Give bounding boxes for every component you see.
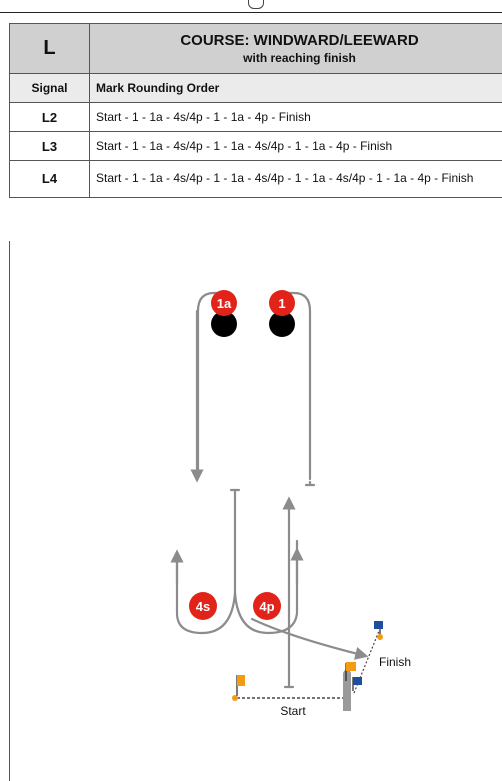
signal-cell: L4	[10, 161, 90, 198]
course-title: COURSE: WINDWARD/LEEWARD	[96, 32, 502, 49]
table-row: L3 Start - 1 - 1a - 4s/4p - 1 - 1a - 4s/…	[10, 132, 502, 161]
committee-boat-icon	[343, 662, 362, 711]
rounding-order-cell: Start - 1 - 1a - 4s/4p - 1 - 1a - 4s/4p …	[90, 161, 502, 198]
rounding-order-cell: Start - 1 - 1a - 4s/4p - 1 - 1a - 4s/4p …	[90, 132, 502, 161]
mark-1a-label: 1a	[217, 296, 232, 311]
column-header-row: Signal Mark Rounding Order	[10, 74, 502, 103]
signal-column-header: Signal	[10, 74, 90, 103]
course-code: L	[10, 24, 90, 74]
mark-1-label: 1	[278, 296, 285, 311]
table-row: L2 Start - 1 - 1a - 4s/4p - 1 - 1a - 4p …	[10, 103, 502, 132]
start-label: Start	[280, 704, 306, 718]
flag-icon	[374, 621, 383, 640]
finish-label: Finish	[379, 655, 411, 669]
signal-cell: L3	[10, 132, 90, 161]
course-table: L COURSE: WINDWARD/LEEWARD with reaching…	[9, 23, 502, 198]
previous-page-strip	[0, 0, 502, 13]
course-diagram-panel: 1a 1 4s 4p Finish Start	[9, 241, 502, 781]
pin-flag-icon	[232, 675, 245, 701]
course-diagram: 1a 1 4s 4p Finish Start	[10, 241, 500, 778]
order-column-header: Mark Rounding Order	[90, 74, 502, 103]
table-row: L4 Start - 1 - 1a - 4s/4p - 1 - 1a - 4s/…	[10, 161, 502, 198]
mark-4s-label: 4s	[196, 599, 210, 614]
page-edge-mark	[248, 0, 264, 9]
course-title-cell: COURSE: WINDWARD/LEEWARD with reaching f…	[90, 24, 502, 74]
course-subtitle: with reaching finish	[96, 51, 502, 65]
course-header-row: L COURSE: WINDWARD/LEEWARD with reaching…	[10, 24, 502, 74]
rounding-order-cell: Start - 1 - 1a - 4s/4p - 1 - 1a - 4p - F…	[90, 103, 502, 132]
signal-cell: L2	[10, 103, 90, 132]
finish-reach-path	[252, 619, 362, 655]
mark-4p-label: 4p	[259, 599, 274, 614]
